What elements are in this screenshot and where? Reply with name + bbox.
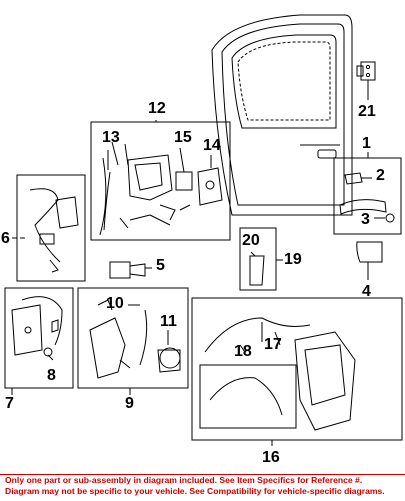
part-7-assembly: [11, 296, 63, 357]
part-12-latch-assembly: [99, 141, 223, 236]
part-5-handle-component: [109, 261, 152, 279]
callout-18: 18: [234, 343, 252, 360]
callout-3: 3: [361, 211, 370, 228]
callout-15: 15: [174, 129, 192, 146]
callout-16: 16: [262, 449, 280, 466]
group-box-6: [16, 174, 86, 282]
door-panel-illustration: [211, 14, 353, 216]
part-21-bracket: [356, 61, 376, 100]
callout-21: 21: [358, 103, 376, 120]
callout-5: 5: [156, 257, 165, 274]
callout-13: 13: [102, 129, 120, 146]
group-box-9: [77, 287, 189, 389]
callout-1: 1: [362, 135, 371, 152]
part-9-latch-assembly: [89, 299, 181, 379]
disclaimer-banner: Only one part or sub-assembly in diagram…: [0, 474, 405, 501]
group-box-16: [191, 297, 403, 441]
leader-lines: [20, 143, 372, 361]
parts-diagram: [4, 14, 403, 446]
disclaimer-line-2: Diagram may not be specific to your vehi…: [5, 486, 385, 496]
callout-2: 2: [376, 167, 385, 184]
part-19-bracket: [239, 227, 283, 291]
callout-8: 8: [47, 367, 56, 384]
disclaimer-line-1: Only one part or sub-assembly in diagram…: [5, 475, 363, 485]
callout-14: 14: [203, 137, 221, 154]
callout-6: 6: [1, 230, 10, 247]
group-box-7: [4, 287, 74, 389]
callout-12: 12: [148, 100, 166, 117]
callout-4: 4: [362, 283, 371, 300]
callout-9: 9: [125, 395, 134, 412]
part-6-cable: [29, 188, 79, 273]
callout-7: 7: [5, 395, 14, 412]
callout-17: 17: [264, 336, 282, 353]
callout-10: 10: [106, 295, 124, 312]
callout-20: 20: [242, 232, 260, 249]
part-1-outside-handle: [339, 172, 395, 223]
part-16-cable-assembly: [199, 317, 356, 431]
group-box-12: [90, 121, 231, 241]
callout-19: 19: [284, 251, 302, 268]
callout-11: 11: [160, 313, 177, 330]
part-4-handle-cover: [356, 241, 383, 280]
